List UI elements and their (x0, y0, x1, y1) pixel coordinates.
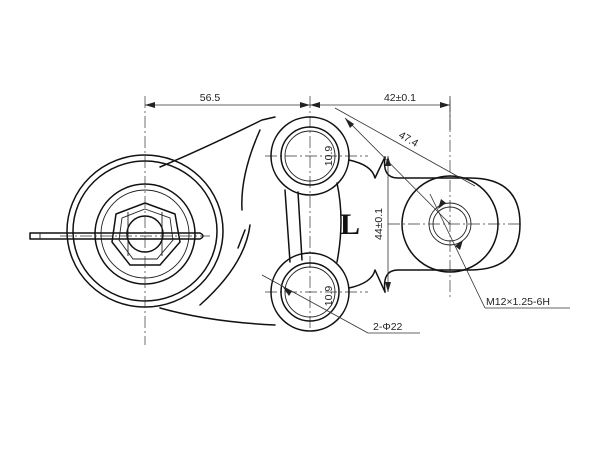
cotter-pin (29, 232, 204, 240)
web-structure (284, 156, 386, 293)
lower-bolt-mark: 10.9 (323, 286, 335, 307)
dimension-44: 44±0.1 (373, 156, 391, 292)
lower-bolt-boss (270, 252, 350, 332)
upper-bolt-boss (270, 116, 350, 196)
dimension-44-label: 44±0.1 (373, 208, 385, 240)
dimension-42-label: 42±0.1 (384, 92, 416, 104)
center-lines (60, 96, 520, 345)
dimension-56-5: 56.5 (145, 92, 310, 108)
bolt-hole-leader: 2-Φ22 (261, 274, 420, 334)
dimension-47-4-label: 47.4 (397, 129, 421, 150)
side-mark-L: L (340, 208, 360, 241)
upper-bolt-mark: 10.9 (323, 146, 335, 167)
bracket-body (159, 116, 276, 326)
thread-leader: M12×1.25-6H (429, 193, 570, 309)
bolt-hole-label: 2-Φ22 (373, 321, 403, 333)
castle-nut (111, 202, 181, 266)
right-flange (383, 156, 521, 293)
dimension-56-5-label: 56.5 (200, 92, 221, 104)
thread-label: M12×1.25-6H (486, 296, 550, 308)
dimension-42: 42±0.1 (310, 92, 451, 130)
